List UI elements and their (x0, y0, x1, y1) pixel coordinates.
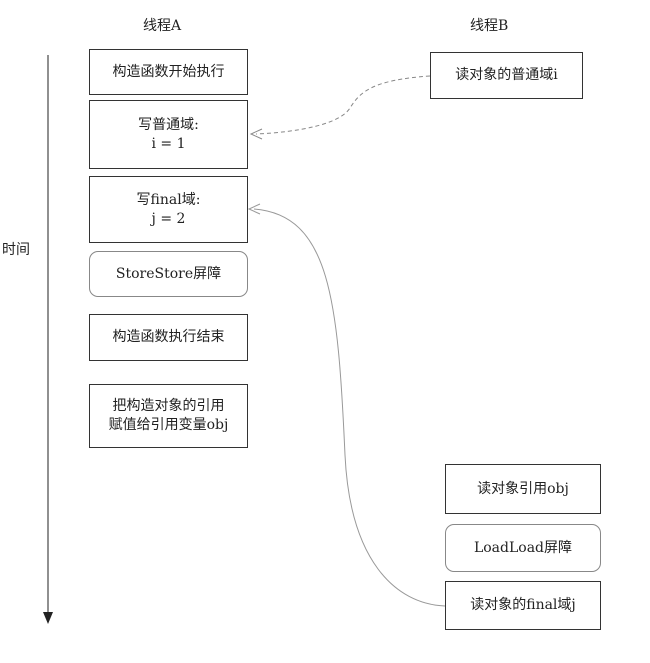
step-line: 构造函数开始执行 (112, 63, 225, 80)
step-line: 写普通域: (138, 116, 199, 133)
read-final-field-arrow (253, 208, 446, 607)
step-line: i = 1 (151, 135, 186, 152)
step-line: 读对象引用obj (477, 480, 569, 497)
step-line: 把构造对象的引用 (112, 398, 225, 414)
step-write-final-field: 写final域: j = 2 (89, 176, 248, 243)
read-normal-field-arrow (255, 75, 431, 135)
step-read-final-field: 读对象的final域j (445, 581, 601, 630)
step-assign-reference: 把构造对象的引用 赋值给引用变量obj (89, 384, 248, 448)
step-line: 读对象的普通域i (455, 67, 558, 83)
time-axis-label: 时间 (2, 242, 30, 258)
read-normal-field-arrowhead (249, 128, 263, 140)
step-storestore-barrier: StoreStore屏障 (89, 251, 248, 297)
step-line: 读对象的final域j (470, 597, 576, 613)
step-line: StoreStore屏障 (115, 265, 222, 282)
time-axis-arrowhead (43, 612, 53, 624)
step-line: LoadLoad屏障 (473, 539, 573, 556)
step-loadload-barrier: LoadLoad屏障 (445, 524, 601, 572)
step-line: 赋值给引用变量obj (108, 417, 229, 433)
thread-b-header: 线程B (470, 18, 509, 34)
step-read-object-reference: 读对象引用obj (445, 464, 601, 514)
thread-a-header: 线程A (143, 18, 182, 34)
step-constructor-end: 构造函数执行结束 (89, 314, 248, 361)
step-line: 写final域: (136, 191, 201, 208)
read-final-field-arrowhead (247, 203, 261, 215)
step-write-normal-field: 写普通域: i = 1 (89, 100, 248, 169)
step-line: 构造函数执行结束 (112, 329, 225, 345)
step-read-normal-field: 读对象的普通域i (430, 52, 583, 99)
step-line: j = 2 (151, 210, 186, 227)
step-constructor-start: 构造函数开始执行 (89, 49, 248, 95)
